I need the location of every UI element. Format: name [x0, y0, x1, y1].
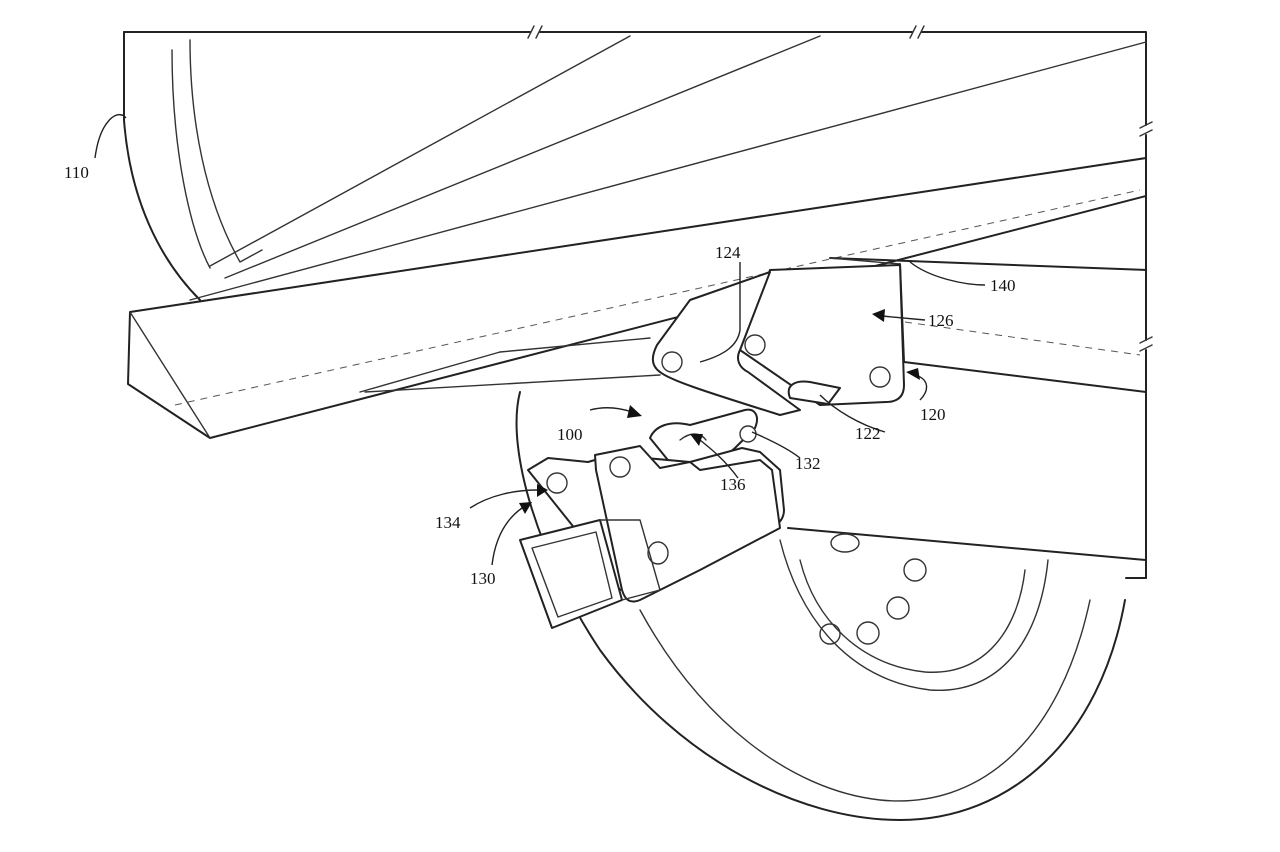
rear-bumper-beam	[127, 157, 1147, 439]
label-136: 136	[720, 475, 746, 494]
label-124: 124	[715, 243, 741, 262]
underbody	[364, 337, 1147, 579]
label-126: 126	[928, 311, 954, 330]
hitch-assembly	[519, 408, 785, 629]
label-140: 140	[990, 276, 1016, 295]
mount-bracket	[651, 264, 905, 416]
label-120: 120	[920, 405, 946, 424]
reference-numerals: 110 124 140 126 120 122 100 132 136 134 …	[64, 163, 1016, 588]
vehicle-body-frame	[123, 25, 1153, 579]
wheel-tire	[515, 391, 1126, 821]
label-122: 122	[855, 424, 881, 443]
label-100: 100	[557, 425, 583, 444]
label-134: 134	[435, 513, 461, 532]
leader-lines	[94, 113, 986, 566]
label-110: 110	[64, 163, 89, 182]
label-132: 132	[795, 454, 821, 473]
label-130: 130	[470, 569, 496, 588]
